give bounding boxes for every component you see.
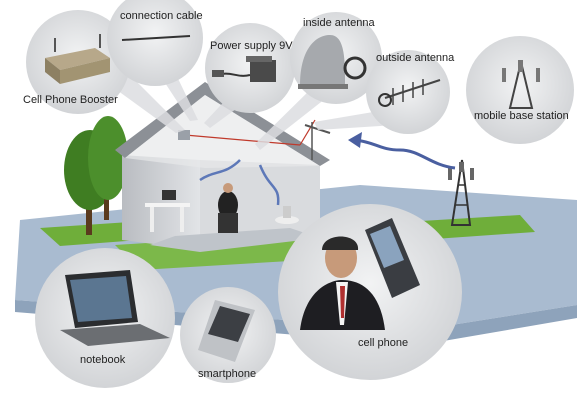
label-cell-phone: cell phone	[358, 337, 409, 349]
label-power-supply: Power supply 9V	[210, 40, 293, 52]
inside-antenna-icon	[298, 35, 367, 89]
label-mobile-base-station: mobile base station	[474, 110, 569, 122]
label-smartphone: smartphone	[198, 368, 257, 380]
label-cell-phone-booster: Cell Phone Booster	[23, 94, 118, 106]
callout-booster	[110, 70, 185, 133]
label-connection-cable: connection cable	[120, 10, 203, 22]
base-station-icon	[502, 60, 540, 109]
label-notebook: notebook	[80, 354, 126, 366]
signal-arrow	[354, 138, 456, 170]
notebook-icon	[60, 270, 170, 346]
indoor-signal	[199, 159, 241, 182]
tree-icon	[64, 116, 128, 235]
outside-antenna-icon	[378, 79, 441, 107]
smartphone-icon	[198, 300, 255, 362]
booster-icon	[45, 34, 110, 84]
bubble-cable	[107, 0, 203, 86]
label-inside-antenna: inside antenna	[303, 17, 375, 29]
power-supply-icon	[212, 56, 276, 82]
callout-inside	[255, 85, 330, 150]
indoor-signal-2	[258, 164, 280, 206]
cable-icon	[121, 35, 191, 41]
label-outside-antenna: outside antenna	[376, 52, 455, 64]
signal-arrowhead	[348, 132, 362, 148]
cell-phone-icon	[300, 218, 420, 330]
bubble-outside-antenna	[366, 50, 450, 134]
bubble-base-station	[466, 36, 574, 144]
house	[115, 82, 330, 252]
tower-icon	[448, 159, 474, 226]
